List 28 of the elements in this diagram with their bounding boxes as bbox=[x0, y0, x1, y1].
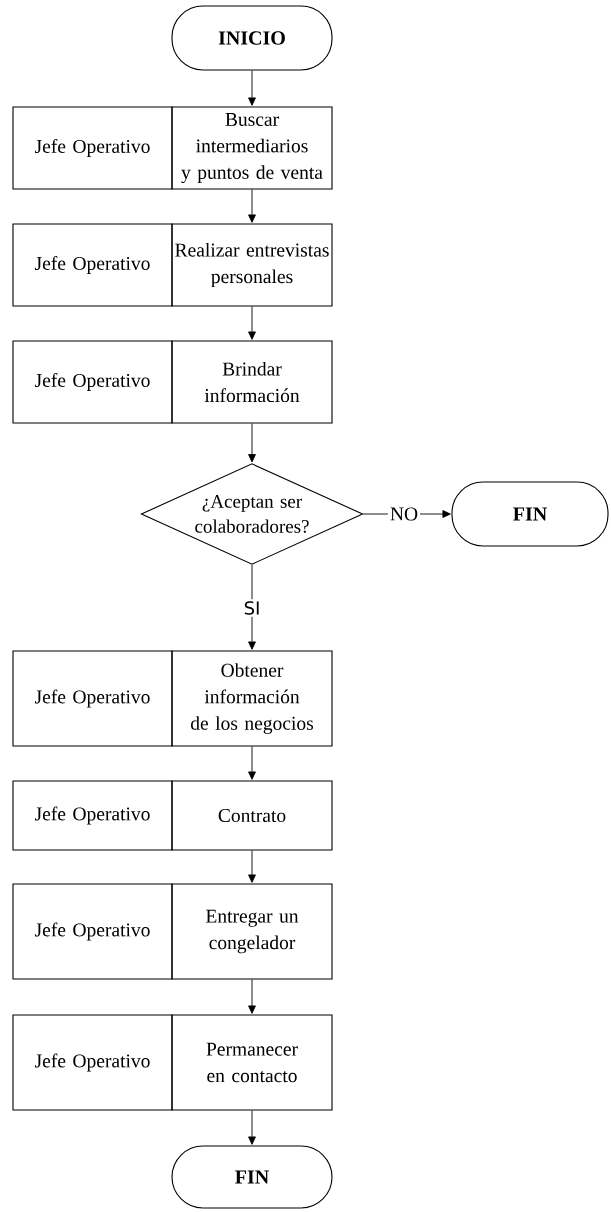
arrow bbox=[248, 306, 256, 340]
role-box: Jefe Operativo bbox=[12, 340, 173, 424]
process-box: Realizar entrevistas personales bbox=[171, 223, 333, 307]
process-box: Entregar un congelador bbox=[171, 883, 333, 980]
role-box: Jefe Operativo bbox=[12, 650, 173, 747]
arrow bbox=[248, 189, 256, 223]
role-box: Jefe Operativo bbox=[12, 780, 173, 851]
process-box: Brindar información bbox=[171, 340, 333, 424]
role-box: Jefe Operativo bbox=[12, 223, 173, 307]
arrow bbox=[248, 979, 256, 1014]
process-box: Obtener información de los negocios bbox=[171, 650, 333, 747]
arrow bbox=[248, 70, 256, 106]
role-box: Jefe Operativo bbox=[12, 883, 173, 980]
terminal-box: INICIO bbox=[171, 5, 333, 71]
arrow bbox=[248, 746, 256, 780]
arrow bbox=[248, 850, 256, 883]
edge-label: SI bbox=[241, 599, 263, 617]
process-box: Buscar intermediarios y puntos de venta bbox=[171, 106, 333, 190]
terminal-box: FIN bbox=[171, 1145, 333, 1209]
edge-label: NO bbox=[387, 505, 421, 523]
terminal-box: FIN bbox=[451, 481, 609, 547]
role-box: Jefe Operativo bbox=[12, 106, 173, 190]
process-box: Contrato bbox=[171, 780, 333, 851]
arrow bbox=[248, 564, 256, 650]
arrow bbox=[248, 423, 256, 463]
arrow bbox=[248, 1110, 256, 1145]
role-box: Jefe Operativo bbox=[12, 1014, 173, 1111]
process-box: Permanecer en contacto bbox=[171, 1014, 333, 1111]
